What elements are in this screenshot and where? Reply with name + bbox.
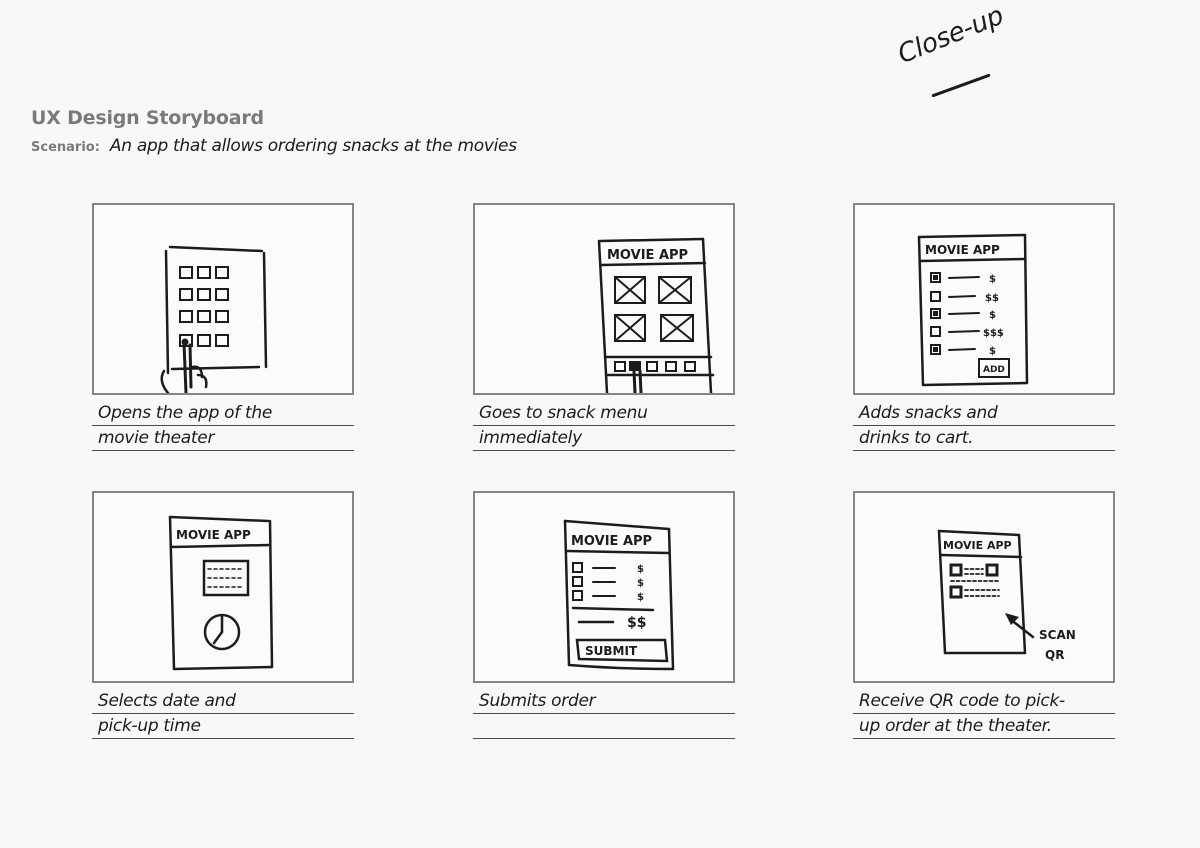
annotation-underline xyxy=(931,73,991,98)
caption-line-1: Selects date and xyxy=(98,691,236,711)
storyboard-panel-2: MOVIE APP Goes to snack menu immediately xyxy=(473,203,735,451)
caption-line-2: up order at the theater. xyxy=(859,716,1052,736)
panel-frame: MOVIE APP $ $ $ $$ SUBMIT xyxy=(473,491,735,683)
panel-caption: Selects date and pick-up time xyxy=(92,689,354,739)
caption-rule xyxy=(473,738,735,739)
phone-app-grid-sketch xyxy=(160,245,268,393)
caption-rule xyxy=(92,738,354,739)
panel-frame xyxy=(92,203,354,395)
item-price: $ xyxy=(989,274,996,285)
storyboard-panel-3: MOVIE APP $ $$ $ $$$ $ ADD Adds snacks a… xyxy=(853,203,1115,451)
caption-line-2 xyxy=(473,714,735,738)
app-title: MOVIE APP xyxy=(571,534,652,549)
caption-line-1: Adds snacks and xyxy=(859,403,998,423)
caption-rule xyxy=(853,713,1115,714)
caption-line-2: drinks to cart. xyxy=(859,428,974,448)
storyboard-panel-6: MOVIE APP SCAN QR Receive QR code to pic… xyxy=(853,491,1115,739)
panel-caption: Adds snacks and drinks to cart. xyxy=(853,401,1115,451)
panel-frame: MOVIE APP xyxy=(92,491,354,683)
scenario-row: Scenario: An app that allows ordering sn… xyxy=(31,136,517,156)
scenario-text: An app that allows ordering snacks at th… xyxy=(109,136,517,156)
shot-type-annotation: Close-up xyxy=(893,0,1008,70)
caption-line-1: Receive QR code to pick- xyxy=(859,691,1065,711)
app-title: MOVIE APP xyxy=(607,248,688,263)
qr-code-sketch: MOVIE APP SCAN QR xyxy=(937,529,1076,662)
submit-button-label: SUBMIT xyxy=(585,644,638,658)
storyboard-panel-4: MOVIE APP Selects date and pick-up time xyxy=(92,491,354,739)
item-price: $ xyxy=(637,564,644,575)
add-button-label: ADD xyxy=(983,365,1005,375)
snack-cart-sketch: MOVIE APP $ $$ $ $$$ $ ADD xyxy=(917,233,1029,387)
panel-caption: Submits order xyxy=(473,689,735,739)
item-price: $ xyxy=(989,346,996,357)
storyboard-panel-1: Opens the app of the movie theater xyxy=(92,203,354,451)
date-time-picker-sketch: MOVIE APP xyxy=(168,515,274,671)
caption-line-1: Goes to snack menu xyxy=(479,403,648,423)
caption-line-2: immediately xyxy=(479,428,582,448)
item-price: $$ xyxy=(985,293,999,304)
snack-menu-sketch: MOVIE APP xyxy=(597,237,715,393)
storyboard-panel-5: MOVIE APP $ $ $ $$ SUBMIT Submits order xyxy=(473,491,735,739)
caption-line-2: pick-up time xyxy=(98,716,201,736)
caption-rule xyxy=(473,450,735,451)
caption-rule xyxy=(92,713,354,714)
panel-frame: MOVIE APP $ $$ $ $$$ $ ADD xyxy=(853,203,1115,395)
caption-line-2: movie theater xyxy=(98,428,215,448)
item-price: $$$ xyxy=(983,328,1004,339)
caption-rule xyxy=(853,425,1115,426)
app-title: MOVIE APP xyxy=(925,243,1000,257)
app-title: MOVIE APP xyxy=(176,528,251,542)
caption-rule xyxy=(473,425,735,426)
pointer-label-line-2: QR xyxy=(1045,648,1064,662)
panel-caption: Goes to snack menu immediately xyxy=(473,401,735,451)
panel-caption: Receive QR code to pick- up order at the… xyxy=(853,689,1115,739)
panel-frame: MOVIE APP SCAN QR xyxy=(853,491,1115,683)
pointer-label-line-1: SCAN xyxy=(1039,628,1076,642)
caption-rule xyxy=(853,450,1115,451)
item-price: $ xyxy=(989,310,996,321)
app-title: MOVIE APP xyxy=(943,539,1012,552)
item-price: $ xyxy=(637,592,644,603)
item-price: $ xyxy=(637,578,644,589)
caption-line-1: Submits order xyxy=(479,691,596,711)
panel-frame: MOVIE APP xyxy=(473,203,735,395)
caption-rule xyxy=(473,713,735,714)
order-submit-sketch: MOVIE APP $ $ $ $$ SUBMIT xyxy=(563,519,675,671)
caption-rule xyxy=(853,738,1115,739)
scenario-label: Scenario: xyxy=(31,140,100,155)
caption-rule xyxy=(92,425,354,426)
storyboard-title: UX Design Storyboard xyxy=(31,107,264,129)
caption-rule xyxy=(92,450,354,451)
panel-caption: Opens the app of the movie theater xyxy=(92,401,354,451)
order-total: $$ xyxy=(627,615,646,631)
caption-line-1: Opens the app of the xyxy=(98,403,273,423)
